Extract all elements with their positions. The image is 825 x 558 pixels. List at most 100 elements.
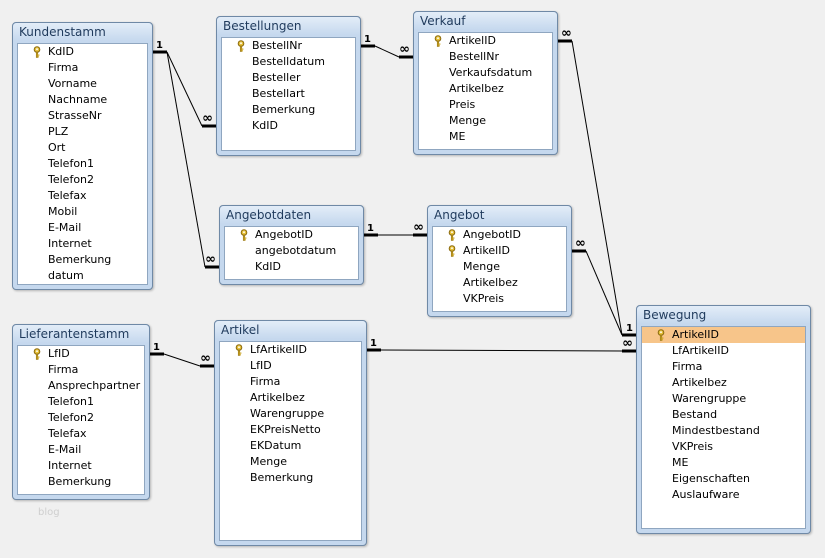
field-row[interactable]: EKPreisNetto [220, 422, 361, 438]
field-row[interactable]: Bestand [642, 407, 805, 423]
table-title[interactable]: Bewegung [637, 306, 810, 324]
field-row[interactable]: ME [642, 455, 805, 471]
field-row[interactable]: Verkaufsdatum [419, 65, 552, 81]
field-row[interactable]: Bemerkung [220, 470, 361, 486]
field-row[interactable]: Preis [419, 97, 552, 113]
table-title[interactable]: Kundenstamm [13, 23, 152, 41]
field-row[interactable]: Auslaufware [642, 487, 805, 503]
relationship-line[interactable] [572, 249, 636, 337]
field-row[interactable]: Telefax [18, 426, 144, 442]
field-row[interactable]: Ansprechpartner [18, 378, 144, 394]
table-title[interactable]: Angebotdaten [220, 206, 363, 224]
field-row[interactable]: Vorname [18, 76, 147, 92]
cardinality-label: 1 [370, 338, 377, 349]
field-row[interactable]: Firma [642, 359, 805, 375]
field-row[interactable]: Internet [18, 236, 147, 252]
relationship-line[interactable] [153, 50, 219, 269]
field-row[interactable]: KdID [222, 118, 355, 134]
field-row[interactable]: Mindestbestand [642, 423, 805, 439]
field-row[interactable]: ArtikelID [419, 33, 552, 49]
field-row[interactable]: KdID [18, 44, 147, 60]
field-row[interactable]: LfID [220, 358, 361, 374]
relationship-line[interactable] [150, 352, 214, 368]
field-row[interactable]: Artikelbez [433, 275, 566, 291]
field-row[interactable]: Bestelldatum [222, 54, 355, 70]
field-row[interactable]: ME [419, 129, 552, 145]
field-row[interactable]: E-Mail [18, 442, 144, 458]
field-row[interactable]: E-Mail [18, 220, 147, 236]
field-row[interactable]: Ort [18, 140, 147, 156]
field-row[interactable]: Warengruppe [220, 406, 361, 422]
field-row[interactable]: ArtikelID [642, 327, 805, 343]
field-row[interactable]: Bemerkung [18, 474, 144, 490]
field-row[interactable]: Telefon1 [18, 156, 147, 172]
field-row[interactable]: Artikelbez [642, 375, 805, 391]
field-row[interactable]: Bemerkung [222, 102, 355, 118]
table-title[interactable]: Artikel [215, 321, 366, 339]
primary-key-icon [235, 344, 243, 356]
table-title[interactable]: Verkauf [414, 12, 557, 30]
field-row[interactable]: Mobil [18, 204, 147, 220]
field-row[interactable]: Bestellart [222, 86, 355, 102]
field-row[interactable]: Bemerkung [18, 252, 147, 268]
field-row[interactable]: LfArtikelID [642, 343, 805, 359]
field-row[interactable]: LfID [18, 346, 144, 362]
primary-key-icon [237, 40, 245, 52]
field-row[interactable]: LfArtikelID [220, 342, 361, 358]
field-row[interactable]: Menge [220, 454, 361, 470]
field-row[interactable]: PLZ [18, 124, 147, 140]
field-row[interactable]: Telefax [18, 188, 147, 204]
field-row[interactable]: Internet [18, 458, 144, 474]
field-row[interactable]: Eigenschaften [642, 471, 805, 487]
field-row[interactable]: BestellNr [222, 38, 355, 54]
field-row[interactable]: Besteller [222, 70, 355, 86]
field-row[interactable]: angebotdatum [225, 243, 358, 259]
field-row[interactable]: datum [18, 268, 147, 284]
field-row[interactable]: BestellNr [419, 49, 552, 65]
field-row[interactable]: Menge [419, 113, 552, 129]
table-title[interactable]: Bestellungen [217, 17, 360, 35]
field-row[interactable]: Telefon1 [18, 394, 144, 410]
field-row[interactable]: VKPreis [642, 439, 805, 455]
relationship-line[interactable] [361, 44, 413, 59]
field-row[interactable]: Warengruppe [642, 391, 805, 407]
field-row[interactable]: Telefon2 [18, 410, 144, 426]
field-row[interactable]: StrasseNr [18, 108, 147, 124]
field-row[interactable]: Telefon2 [18, 172, 147, 188]
field-row[interactable]: Artikelbez [220, 390, 361, 406]
field-row[interactable]: VKPreis [433, 291, 566, 307]
field-row[interactable]: Nachname [18, 92, 147, 108]
field-row[interactable]: Artikelbez [419, 81, 552, 97]
field-row[interactable]: Firma [18, 60, 147, 76]
field-row[interactable]: Firma [18, 362, 144, 378]
table-title[interactable]: Lieferantenstamm [13, 325, 149, 343]
field-label: VKPreis [463, 292, 505, 305]
field-row[interactable]: Firma [220, 374, 361, 390]
field-row[interactable]: AngebotID [433, 227, 566, 243]
field-row[interactable]: ArtikelID [433, 243, 566, 259]
field-row[interactable]: EKDatum [220, 438, 361, 454]
table-title[interactable]: Angebot [428, 206, 571, 224]
field-label: Ort [48, 141, 66, 154]
relationship-line[interactable] [367, 348, 636, 353]
field-row[interactable]: AngebotID [225, 227, 358, 243]
field-row[interactable]: KdID [225, 259, 358, 275]
field-row[interactable]: Menge [433, 259, 566, 275]
